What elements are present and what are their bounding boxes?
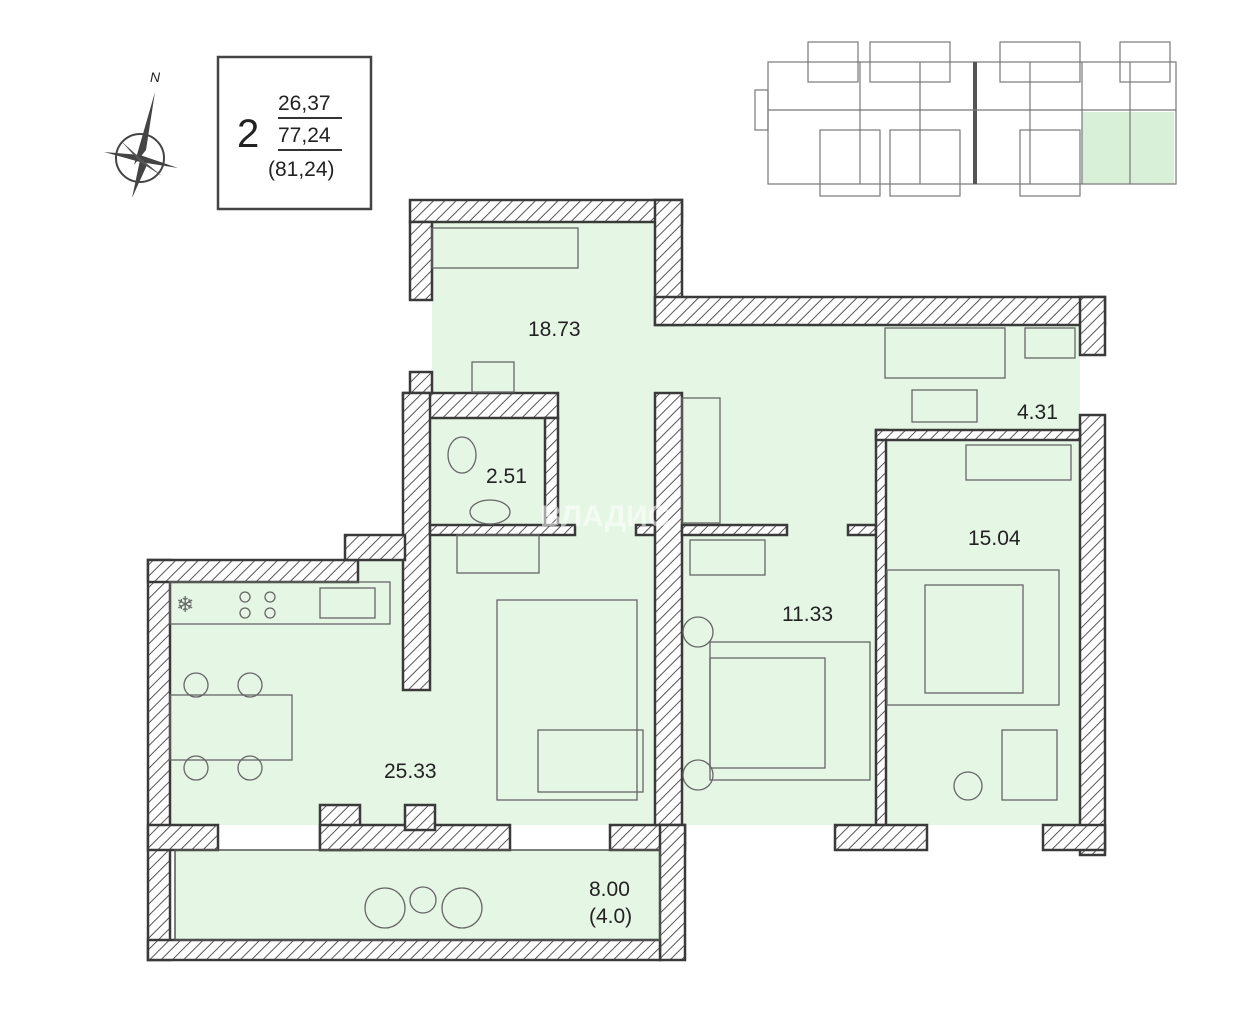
armchair-icon bbox=[1001, 729, 1058, 801]
watermark: ВЛАДИС bbox=[540, 500, 669, 533]
kitchen-sink-icon bbox=[319, 587, 376, 619]
apartment-summary: 2 26,37 77,24 (81,24) bbox=[216, 55, 373, 211]
room-area-kitchen-living: 25.33 bbox=[384, 760, 437, 783]
rooms-count: 2 bbox=[237, 112, 259, 156]
room-fills bbox=[170, 222, 1080, 940]
furniture: ❄ bbox=[169, 227, 1076, 929]
room-area-bedroom-small: 11.33 bbox=[782, 603, 833, 626]
room-area-wc: 2.51 bbox=[486, 465, 527, 488]
room-area-hall: 18.73 bbox=[528, 318, 581, 341]
double-bed-large bbox=[886, 569, 1060, 706]
wardrobe-hall-2 bbox=[681, 397, 721, 524]
total-area-with-balcony: (81,24) bbox=[268, 158, 335, 181]
room-area-bedroom-large: 15.04 bbox=[968, 527, 1021, 550]
balcony-chairs bbox=[364, 886, 483, 929]
kitchen-counter bbox=[169, 581, 391, 625]
stove-icon bbox=[239, 591, 276, 619]
building-key-plan bbox=[754, 41, 1177, 197]
north-label: N bbox=[150, 69, 161, 85]
room-area-bathroom: 4.31 bbox=[1017, 401, 1058, 424]
room-area-balcony: 8.00 bbox=[589, 878, 630, 901]
walls bbox=[146, 198, 1107, 962]
room-area-balcony-reduced: (4.0) bbox=[589, 905, 632, 928]
sofa-icon bbox=[496, 599, 638, 801]
wardrobe-bedroom-large bbox=[965, 444, 1072, 481]
compass-icon: N bbox=[104, 69, 178, 198]
dining-table bbox=[169, 694, 293, 761]
shoe-bench bbox=[471, 361, 515, 393]
tv-stand bbox=[456, 534, 540, 574]
total-area: 77,24 bbox=[278, 124, 331, 147]
wardrobe-hall bbox=[431, 227, 579, 269]
fridge-snowflake-icon: ❄ bbox=[176, 592, 194, 617]
wardrobe-bedroom-small bbox=[689, 539, 766, 576]
bathtub-icon bbox=[884, 327, 1006, 379]
living-area: 26,37 bbox=[278, 92, 331, 115]
sink-icon bbox=[1024, 327, 1076, 359]
washer-icon bbox=[911, 389, 978, 423]
wc-sink-icon bbox=[469, 499, 511, 525]
toilet-icon bbox=[447, 436, 477, 474]
